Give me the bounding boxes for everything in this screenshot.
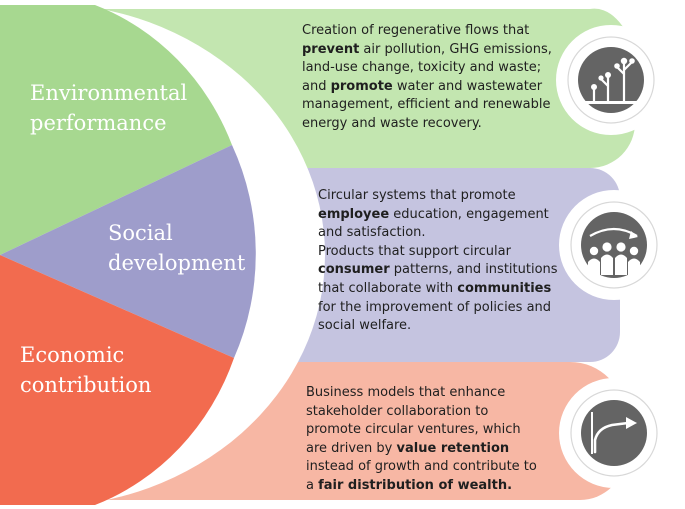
- emphasis-text: prevent: [302, 41, 360, 57]
- body-text: stakeholder collaboration to: [306, 403, 489, 419]
- body-text: Products that support circular: [318, 243, 511, 259]
- social-label: Social development: [108, 218, 245, 278]
- economic-description-line: a fair distribution of wealth.: [306, 477, 537, 496]
- social-description-line: for the improvement of policies and: [318, 299, 558, 318]
- body-text: and satisfaction.: [318, 225, 426, 241]
- social-description-line: that collaborate with communities: [318, 280, 558, 299]
- environmental-label: Environmental performance: [30, 78, 187, 138]
- emphasis-text: consumer: [318, 262, 390, 278]
- body-text: air pollution, GHG emissions,: [359, 41, 552, 57]
- environmental-icon-badge: [556, 25, 666, 135]
- body-text: education, engagement: [389, 206, 549, 222]
- economic-description-line: promote circular ventures, which: [306, 421, 537, 440]
- economic-description: Business models that enhance stakeholder …: [306, 384, 537, 496]
- economic-label: Economic contribution: [20, 340, 151, 400]
- environmental-description-line: and promote water and wastewater: [302, 78, 552, 97]
- body-text: management, efficient and renewable: [302, 97, 551, 113]
- body-text: Business models that enhance: [306, 385, 506, 400]
- environmental-label-line-1: Environmental: [30, 81, 188, 105]
- body-text: patterns, and institutions: [389, 262, 558, 278]
- economic-icon-badge: [559, 378, 669, 488]
- emphasis-text: promote: [330, 78, 393, 94]
- environmental-description-line: management, efficient and renewable: [302, 96, 552, 115]
- environmental-description-line: prevent air pollution, GHG emissions,: [302, 41, 552, 60]
- social-label-line-1: Social: [108, 221, 173, 245]
- emphasis-text: communities: [457, 280, 552, 296]
- social-description-line: and satisfaction.: [318, 224, 558, 243]
- emphasis-text: value retention: [396, 440, 510, 456]
- body-text: and: [302, 78, 331, 94]
- economic-label-line-1: Economic: [20, 343, 125, 367]
- body-text: for the improvement of policies and: [318, 299, 552, 315]
- body-text: that collaborate with: [318, 280, 458, 296]
- body-text: Circular systems that promote: [318, 188, 516, 203]
- growing-plants-icon: [578, 47, 644, 113]
- social-description: Circular systems that promote employee ed…: [318, 187, 558, 336]
- economic-description-line: are driven by value retention: [306, 440, 537, 459]
- social-icon-badge: [559, 190, 669, 300]
- social-description-line: social welfare.: [318, 317, 558, 336]
- body-text: Creation of regenerative flows that: [302, 23, 530, 38]
- economic-wedge: [0, 255, 234, 505]
- environmental-description-line: land-use change, toxicity and waste;: [302, 59, 552, 78]
- body-text: energy and waste recovery.: [302, 115, 482, 131]
- social-description-line: employee education, engagement: [318, 206, 558, 225]
- economic-label-line-2: contribution: [20, 373, 152, 397]
- economic-description-line: stakeholder collaboration to: [306, 403, 537, 422]
- social-label-line-2: development: [108, 251, 246, 275]
- body-text: water and wastewater: [392, 78, 543, 94]
- body-text: social welfare.: [318, 318, 412, 334]
- environmental-description: Creation of regenerative flows that preve…: [302, 22, 552, 134]
- body-text: a: [306, 477, 319, 493]
- economic-description-line: Business models that enhance: [306, 384, 537, 403]
- environmental-wedge: [0, 5, 232, 255]
- emphasis-text: employee: [318, 206, 390, 222]
- social-description-line: Products that support circular: [318, 243, 558, 262]
- body-text: land-use change, toxicity and waste;: [302, 60, 542, 76]
- environmental-description-line: Creation of regenerative flows that: [302, 22, 552, 41]
- environmental-description-line: energy and waste recovery.: [302, 115, 552, 134]
- body-text: promote circular ventures, which: [306, 422, 521, 438]
- social-description-line: consumer patterns, and institutions: [318, 261, 558, 280]
- growth-arrow-icon: [581, 400, 647, 466]
- economic-description-line: instead of growth and contribute to: [306, 458, 537, 477]
- body-text: instead of growth and contribute to: [306, 459, 537, 475]
- body-text: are driven by: [306, 440, 397, 456]
- social-description-line: Circular systems that promote: [318, 187, 558, 206]
- social-wedge: [0, 145, 256, 358]
- environmental-label-line-2: performance: [30, 111, 167, 135]
- people-group-icon: [581, 212, 647, 278]
- emphasis-text: fair distribution of wealth.: [318, 477, 513, 493]
